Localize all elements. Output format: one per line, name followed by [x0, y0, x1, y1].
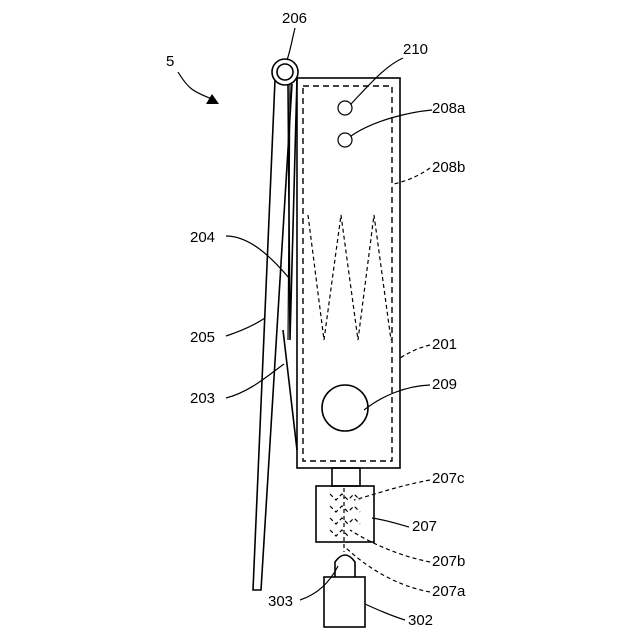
- hole-209: [322, 385, 368, 431]
- leader-303: [300, 566, 338, 600]
- label-207b: 207b: [432, 553, 465, 570]
- label-207: 207: [412, 518, 437, 535]
- hole-210: [338, 101, 352, 115]
- lever-arm-205: [253, 80, 292, 590]
- label-206: 206: [282, 10, 307, 27]
- label-201: 201: [432, 336, 457, 353]
- figure-reference-arrow: [178, 72, 214, 100]
- coupling-coil-3: [330, 518, 360, 524]
- hole-208a: [338, 133, 352, 147]
- leaf-spring-lower: [283, 330, 297, 450]
- leader-209: [364, 385, 430, 410]
- label-303: 303: [268, 593, 293, 610]
- pivot-outer-ring: [272, 59, 298, 85]
- label-207a: 207a: [432, 583, 466, 600]
- leader-204: [226, 236, 289, 278]
- leader-205: [226, 318, 265, 336]
- label-203: 203: [190, 390, 215, 407]
- connector-stem: [332, 468, 360, 486]
- label-205: 205: [190, 329, 215, 346]
- leader-302: [365, 604, 405, 620]
- leader-207: [372, 518, 409, 527]
- label-208a: 208a: [432, 100, 466, 117]
- figure-reference-label: 5: [166, 53, 174, 70]
- label-204: 204: [190, 229, 215, 246]
- label-208b: 208b: [432, 159, 465, 176]
- leader-207c: [354, 480, 430, 500]
- coupling-coil-1: [330, 494, 360, 500]
- label-209: 209: [432, 376, 457, 393]
- figure-reference-arrowhead: [206, 94, 219, 104]
- leader-207a: [346, 548, 430, 592]
- inner-boundary-dashed: [303, 86, 392, 461]
- pivot-inner-ring: [277, 64, 293, 80]
- label-302: 302: [408, 612, 433, 629]
- coupling-coil-4: [330, 530, 348, 536]
- leader-210: [351, 58, 403, 104]
- label-207c: 207c: [432, 470, 465, 487]
- block-302: [324, 577, 365, 627]
- leader-206: [287, 28, 295, 60]
- zigzag-spring: [308, 215, 391, 340]
- leader-201: [400, 345, 430, 358]
- coupling-coil-2: [330, 506, 360, 512]
- label-210: 210: [403, 41, 428, 58]
